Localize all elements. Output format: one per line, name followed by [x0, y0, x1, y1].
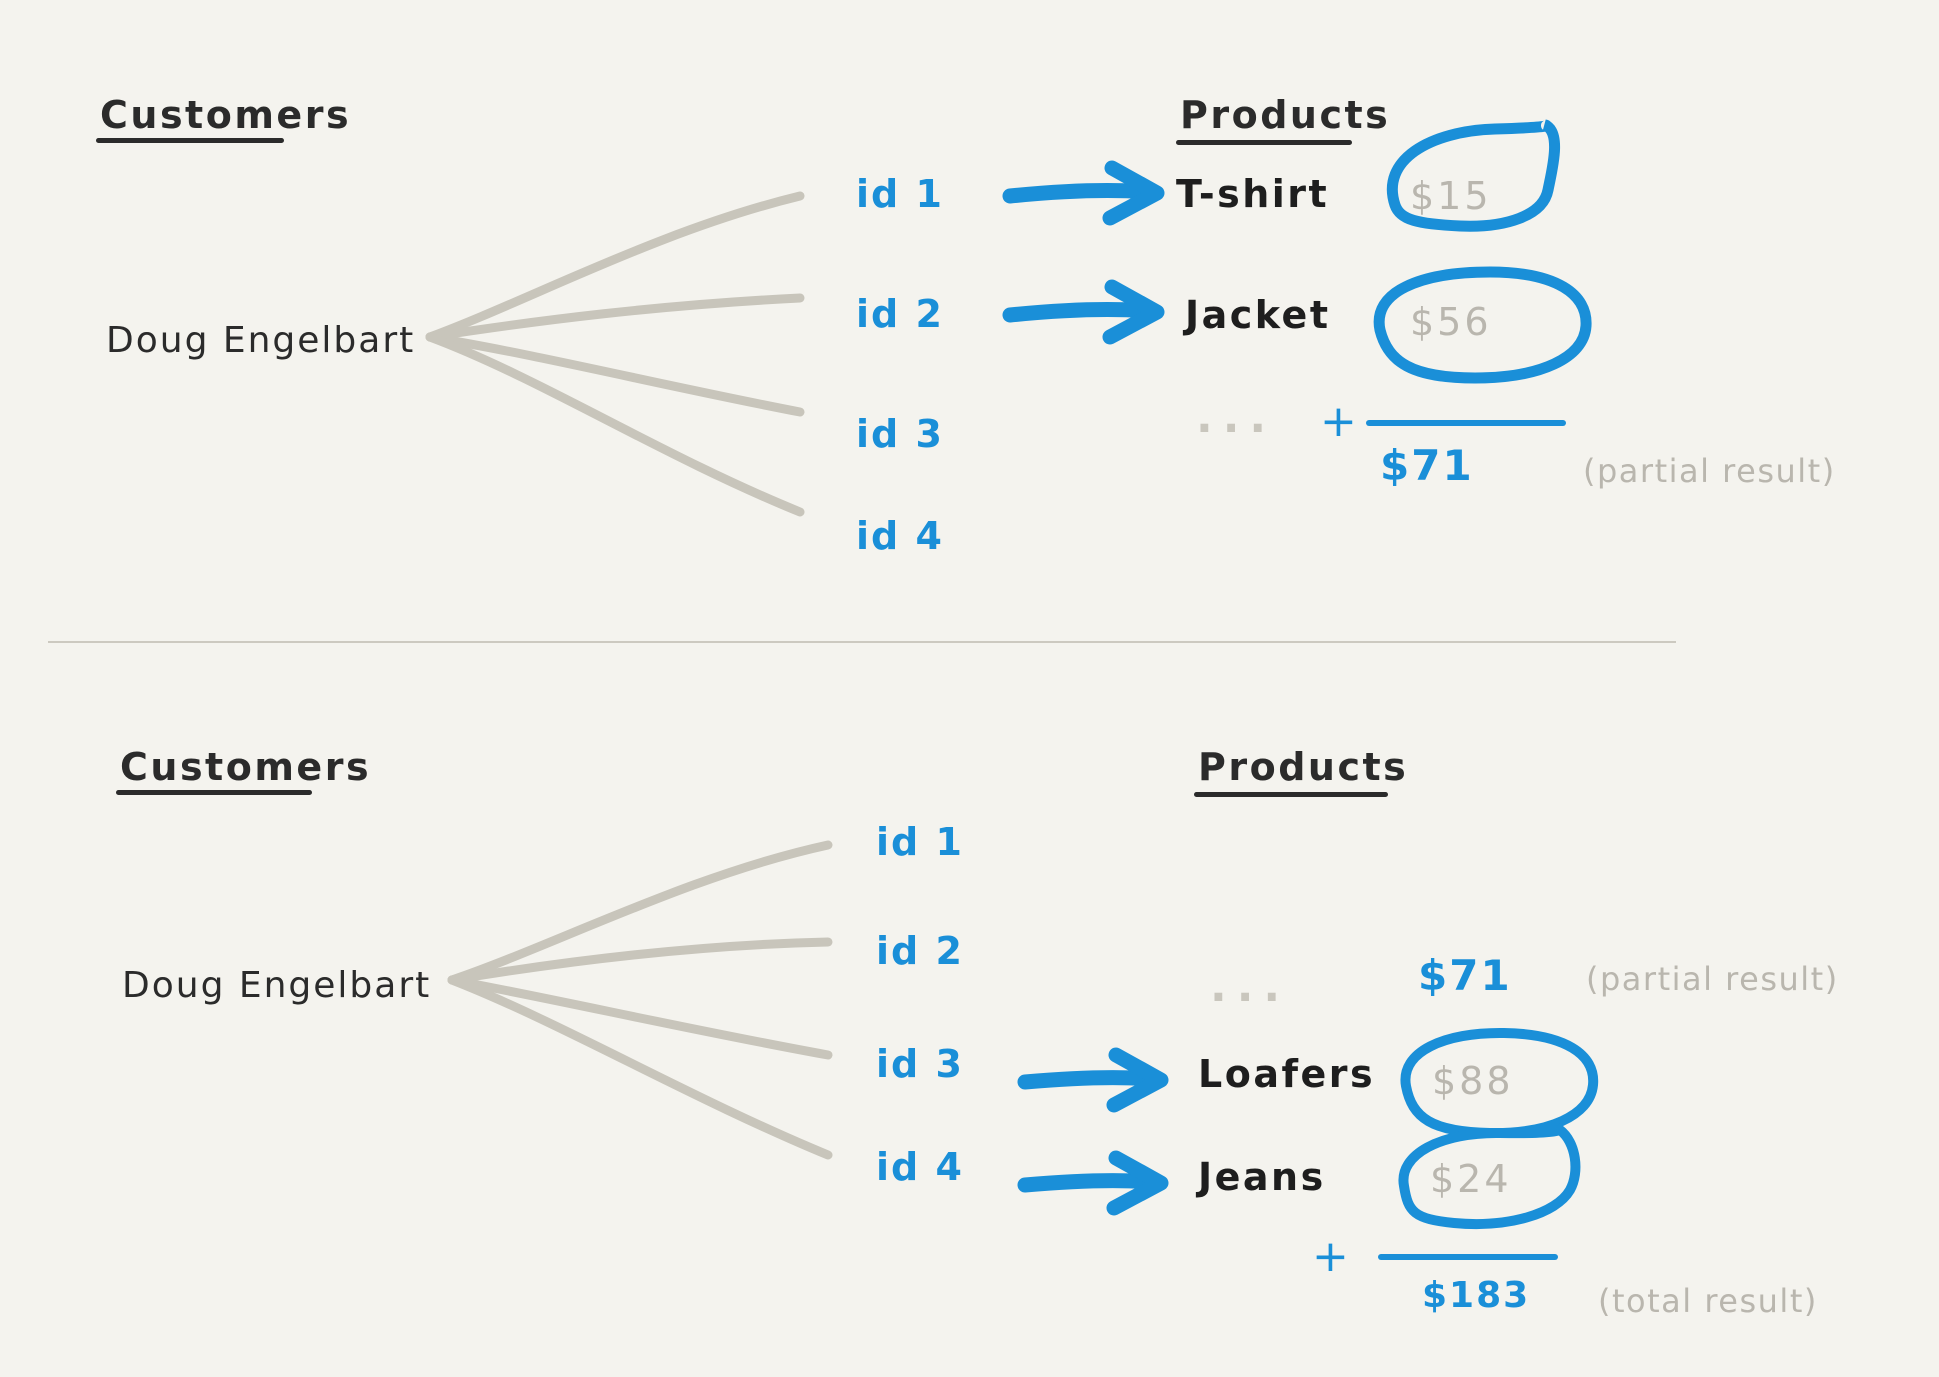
- lower-carried-annotation: (partial result): [1586, 960, 1839, 998]
- upper-products-heading: Products: [1180, 93, 1391, 137]
- lower-sum-rule: [1378, 1254, 1558, 1260]
- lower-ellipsis: ...: [1210, 961, 1291, 1012]
- upper-id-label-2[interactable]: id 2: [856, 292, 944, 336]
- lower-fan-lines: [447, 840, 833, 1160]
- lower-plus-sign: +: [1312, 1231, 1349, 1282]
- upper-product-tshirt: T-shirt: [1176, 172, 1330, 216]
- lower-id-label-1[interactable]: id 1: [876, 820, 964, 864]
- lower-price-jeans: $24: [1430, 1157, 1512, 1201]
- arrow-id4-jeans: [1017, 1150, 1169, 1216]
- lower-customers-heading-underline: [116, 790, 312, 795]
- lower-product-jeans: Jeans: [1198, 1155, 1326, 1199]
- lower-id-label-3[interactable]: id 3: [876, 1042, 964, 1086]
- lower-id-label-4[interactable]: id 4: [876, 1145, 964, 1189]
- lower-carried-value: $71: [1418, 951, 1512, 1000]
- upper-products-heading-underline: [1176, 140, 1352, 145]
- lower-product-loafers: Loafers: [1198, 1052, 1376, 1096]
- arrow-id1-tshirt: [1002, 160, 1165, 226]
- upper-sum-rule: [1366, 420, 1566, 426]
- upper-sum-value: $71: [1380, 441, 1474, 490]
- lower-customers-heading: Customers: [120, 745, 372, 789]
- upper-product-jacket: Jacket: [1185, 293, 1331, 337]
- arrow-id2-jacket: [1002, 279, 1165, 345]
- upper-id-label-4[interactable]: id 4: [856, 514, 944, 558]
- section-divider: [48, 641, 1676, 643]
- upper-plus-sign: +: [1320, 396, 1357, 447]
- upper-customers-heading-underline: [96, 138, 284, 143]
- lower-total-value: $183: [1422, 1275, 1531, 1316]
- lower-total-annotation: (total result): [1598, 1282, 1818, 1320]
- upper-price-tshirt: $15: [1410, 174, 1492, 218]
- upper-sum-annotation: (partial result): [1583, 452, 1836, 490]
- upper-id-label-3[interactable]: id 3: [856, 412, 944, 456]
- upper-customers-heading: Customers: [100, 93, 352, 137]
- lower-id-label-2[interactable]: id 2: [876, 929, 964, 973]
- upper-id-label-1[interactable]: id 1: [856, 172, 944, 216]
- lower-products-heading: Products: [1198, 745, 1409, 789]
- arrow-id3-loafers: [1017, 1047, 1169, 1113]
- upper-price-jacket: $56: [1410, 300, 1492, 344]
- lower-price-loafers: $88: [1432, 1059, 1514, 1103]
- upper-fan-lines: [425, 191, 805, 517]
- upper-customer-name: Doug Engelbart: [106, 320, 416, 361]
- lower-products-heading-underline: [1194, 792, 1388, 797]
- upper-ellipsis: ...: [1196, 392, 1277, 443]
- lower-customer-name: Doug Engelbart: [122, 965, 432, 1006]
